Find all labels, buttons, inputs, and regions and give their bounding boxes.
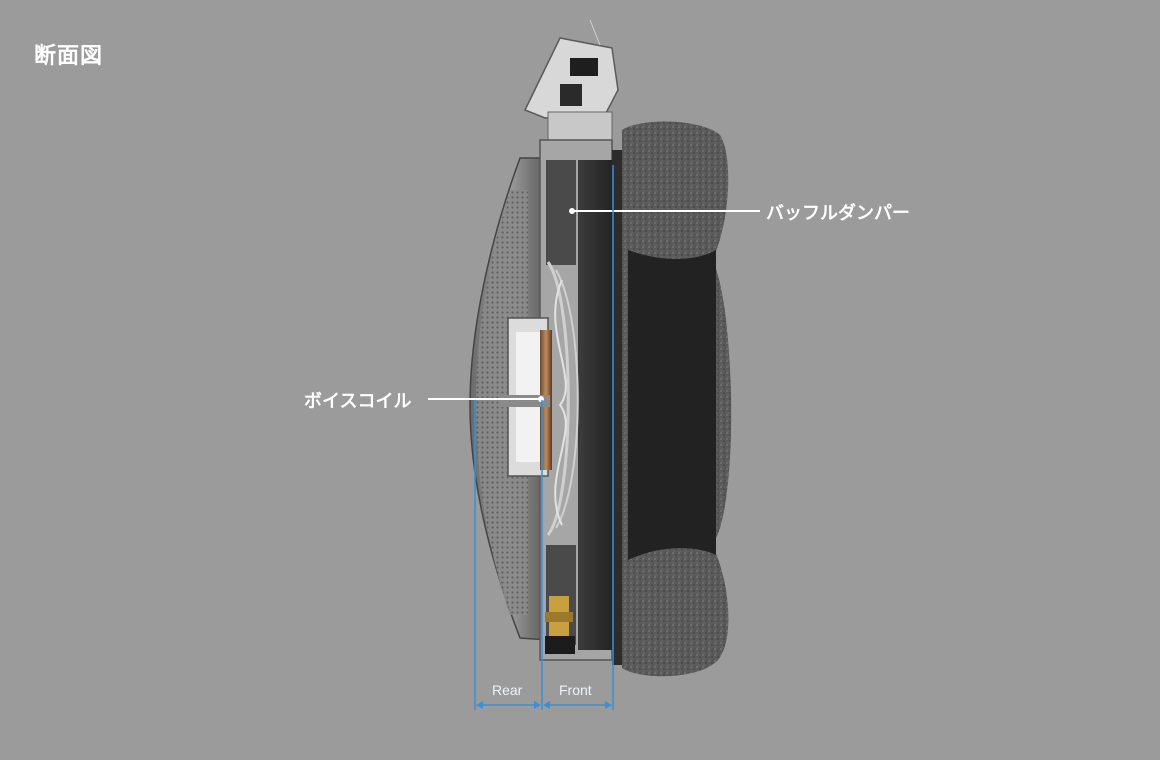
ear-pad <box>622 121 732 677</box>
callout-lines <box>428 208 760 402</box>
callout-voice-coil: ボイスコイル <box>304 391 412 412</box>
callout-baffle-damper: バッフルダンパー <box>766 203 910 224</box>
voice-coil <box>500 317 552 477</box>
driver-housing <box>539 139 624 665</box>
dimension-label-front: Front <box>559 682 592 698</box>
diagram-title: 断面図 <box>34 44 104 69</box>
driver-diaphragm <box>546 261 579 536</box>
dimension-label-rear: Rear <box>492 682 523 698</box>
headband-hinge <box>523 19 619 143</box>
connector-pin <box>545 596 575 654</box>
dimension-lines <box>474 165 614 710</box>
